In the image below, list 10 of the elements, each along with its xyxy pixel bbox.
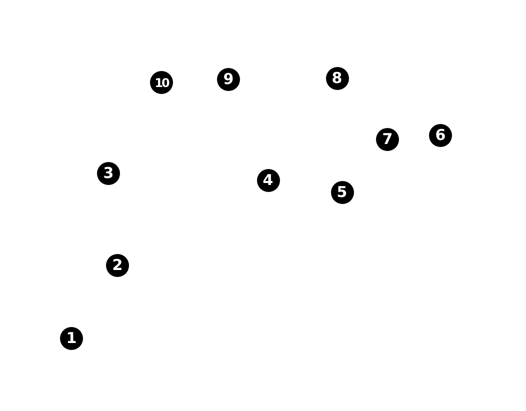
callout-number: 7 — [376, 128, 399, 151]
callout-number: 6 — [429, 124, 452, 146]
callout-number: 10 — [150, 71, 173, 94]
callout-number: 8 — [326, 67, 348, 90]
callout-number: 5 — [330, 181, 354, 204]
callout-number: 2 — [106, 254, 129, 277]
callout-number: 3 — [97, 162, 120, 185]
callout-number: 1 — [60, 326, 83, 350]
callout-number: 4 — [256, 168, 280, 192]
callout-number: 9 — [217, 68, 240, 91]
